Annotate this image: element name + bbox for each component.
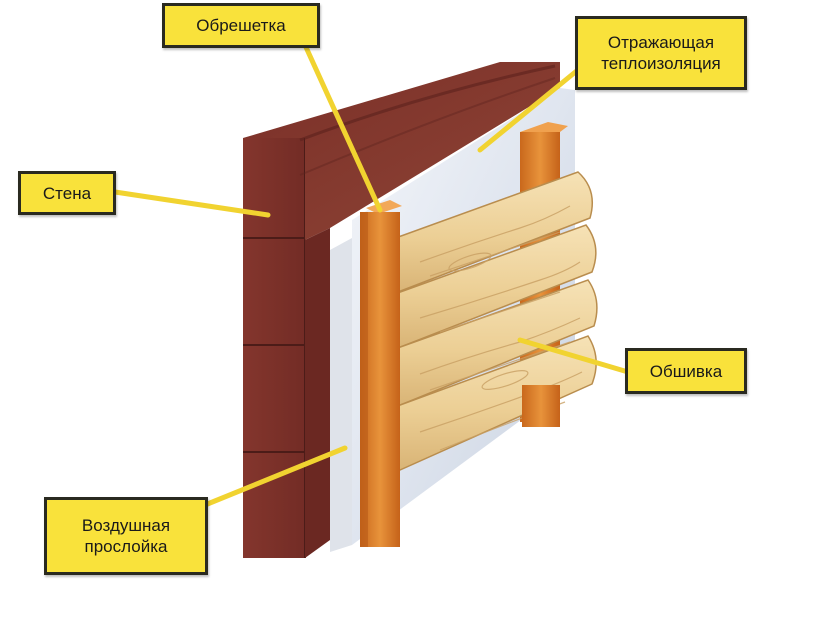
air-gap-label-line2: прослойка <box>84 537 168 556</box>
brick-wall <box>243 62 560 558</box>
air-gap-label: Воздушная прослойка <box>44 497 208 575</box>
cladding-label-text: Обшивка <box>649 361 723 381</box>
front-batten <box>360 200 402 547</box>
reflective-insulation-label-line2: теплоизоляция <box>601 54 721 73</box>
cladding-label: Обшивка <box>625 348 747 394</box>
air-gap-label-line1: Воздушная <box>81 516 171 535</box>
leader-lines <box>112 42 631 508</box>
reflective-insulation-label-line1: Отражающая <box>607 33 715 52</box>
wall-label-text: Стена <box>42 183 92 203</box>
battens-label: Обрешетка <box>162 3 320 48</box>
log-cladding <box>381 171 598 471</box>
reflective-insulation-label: Отражающая теплоизоляция <box>575 16 747 90</box>
wall-label: Стена <box>18 171 116 215</box>
air-gap-strip <box>330 238 352 552</box>
battens-label-text: Обрешетка <box>196 16 286 35</box>
back-batten-stub <box>522 385 560 427</box>
